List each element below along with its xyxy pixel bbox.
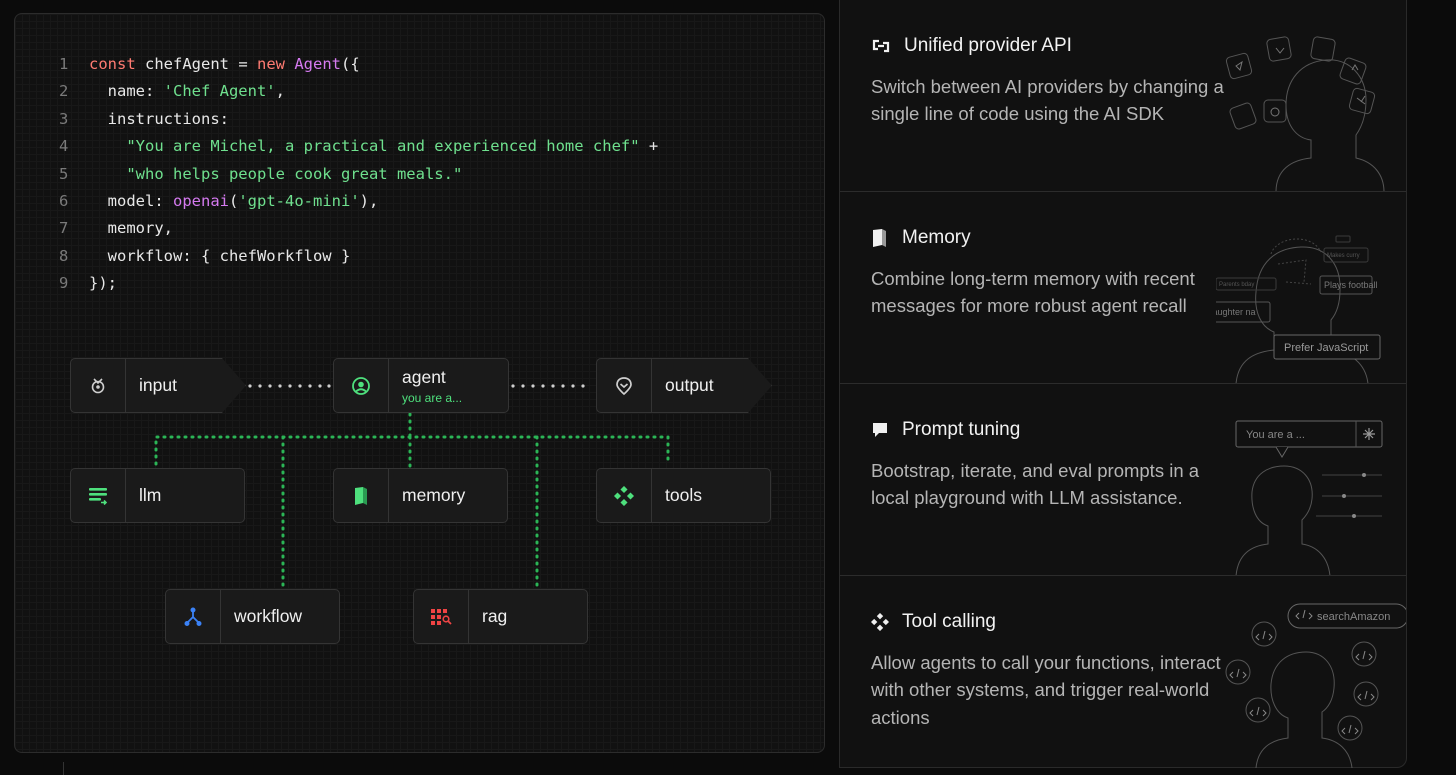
- code-token: model:: [89, 192, 173, 211]
- feature-unified-provider-api: Unified provider API Switch between AI p…: [840, 0, 1406, 192]
- feature-title: Tool calling: [902, 611, 996, 632]
- tool-calling-illustration: searchAmazon: [1225, 603, 1406, 768]
- code-token: chefAgent =: [135, 55, 257, 73]
- output-node[interactable]: output: [596, 358, 772, 413]
- prompt-tuning-illustration: You are a ...: [1235, 420, 1383, 575]
- code-token: 'Chef Agent': [163, 82, 276, 101]
- agent-node[interactable]: agent you are a...: [333, 358, 509, 413]
- tools-node[interactable]: tools: [596, 468, 771, 523]
- code-token: "who helps people cook great meals.": [126, 164, 463, 183]
- line-number: 2: [59, 82, 69, 101]
- prompt-input-text: You are a ...: [1246, 429, 1305, 441]
- memory-tag-parents-bday: Parents bday: [1219, 282, 1254, 288]
- tool-tag-search-amazon: searchAmazon: [1317, 611, 1390, 623]
- feature-title: Unified provider API: [904, 35, 1072, 56]
- divider: [63, 762, 64, 775]
- medal-icon: [89, 377, 107, 395]
- agent-node-sub: you are a...: [402, 390, 463, 405]
- link-icon: [872, 39, 890, 53]
- tools-icon: [871, 613, 889, 631]
- llm-node[interactable]: llm: [70, 468, 245, 523]
- code-line: 7 memory,: [59, 215, 658, 242]
- line-number: 7: [59, 219, 69, 238]
- memory-tag-daughter: Daughter na: [1216, 307, 1256, 317]
- pin-icon: [614, 376, 634, 396]
- code-line: 9});: [59, 270, 658, 297]
- book-icon: [873, 229, 886, 247]
- feature-prompt-tuning: Prompt tuning Bootstrap, iterate, and ev…: [840, 384, 1406, 576]
- memory-tag-plays-football: Plays football: [1324, 280, 1378, 290]
- chat-icon: [873, 423, 887, 437]
- code-token: +: [639, 137, 659, 156]
- memory-node[interactable]: memory: [333, 468, 508, 523]
- input-node-label: input: [139, 375, 177, 395]
- code-line: 1 const chefAgent = new Agent({: [59, 51, 658, 78]
- feature-memory: Memory Combine long-term memory with rec…: [840, 192, 1406, 384]
- input-node[interactable]: input: [70, 358, 246, 413]
- line-number: 5: [59, 164, 69, 183]
- memory-tag-prefer-javascript: Prefer JavaScript: [1284, 342, 1368, 354]
- code-snippet: 1 const chefAgent = new Agent({ 2 name: 'C…: [59, 51, 658, 298]
- code-token: (: [229, 192, 239, 211]
- line-number: 4: [59, 137, 69, 156]
- code-token: workflow: { chefWorkflow }: [89, 246, 351, 265]
- code-token: ),: [359, 192, 379, 211]
- code-token: "You are Michel, a practical and experie…: [126, 137, 640, 156]
- feature-description: Combine long-term memory with recent mes…: [871, 268, 1195, 317]
- code-line: 5 "who helps people cook great meals.": [59, 161, 658, 188]
- output-node-label: output: [665, 375, 714, 395]
- agent-node-label: agent: [402, 366, 446, 387]
- code-token: memory,: [89, 219, 173, 238]
- feature-tool-calling: Tool calling Allow agents to call your f…: [840, 576, 1406, 768]
- feature-title: Prompt tuning: [902, 419, 1021, 440]
- code-line: 6 model: openai('gpt-4o-mini'),: [59, 188, 658, 215]
- line-number: 1: [59, 55, 69, 73]
- line-number: 6: [59, 192, 69, 211]
- code-token: openai: [173, 192, 229, 211]
- feature-description: Switch between AI providers by changing …: [871, 76, 1224, 125]
- code-line: 4 "You are Michel, a practical and exper…: [59, 133, 658, 160]
- user-circle-icon: [352, 376, 370, 395]
- code-token: const: [89, 55, 136, 73]
- memory-tag-makes-curry: Makes curry: [1327, 253, 1360, 259]
- code-token: new: [257, 55, 285, 73]
- code-token: name:: [89, 82, 164, 101]
- code-token: ,: [275, 82, 285, 101]
- code-token: });: [89, 274, 117, 293]
- workflow-node-label: workflow: [234, 606, 303, 626]
- memory-node-label: memory: [402, 485, 466, 505]
- grid-search-icon: [431, 608, 452, 625]
- memory-illustration: Makes curry Parents bday Plays football …: [1216, 235, 1381, 383]
- code-token: instructions:: [89, 109, 229, 128]
- line-number: 3: [59, 109, 69, 128]
- feature-description: Allow agents to call your functions, int…: [871, 652, 1221, 728]
- provider-icons-illustration: [1225, 36, 1385, 191]
- tools-icon: [614, 485, 634, 506]
- feature-description: Bootstrap, iterate, and eval prompts in …: [871, 460, 1200, 509]
- book-icon: [355, 486, 367, 505]
- code-token: Agent: [294, 55, 342, 73]
- line-number: 8: [59, 246, 69, 265]
- tools-node-label: tools: [665, 485, 702, 505]
- code-line: 8 workflow: { chefWorkflow }: [59, 243, 658, 270]
- code-token: 'gpt-4o-mini': [238, 192, 360, 211]
- llm-node-label: llm: [139, 485, 162, 505]
- features-panel: Unified provider API Switch between AI p…: [839, 0, 1407, 768]
- text-lines-icon: [89, 487, 108, 505]
- code-diagram-panel: 1 const chefAgent = new Agent({ 2 name: 'C…: [14, 13, 825, 753]
- agent-diagram-connectors: [154, 384, 670, 590]
- feature-title: Memory: [902, 227, 971, 248]
- code-line: 2 name: 'Chef Agent',: [59, 78, 658, 105]
- rag-node[interactable]: rag: [413, 589, 588, 644]
- code-line: 3 instructions:: [59, 106, 658, 133]
- line-number: 9: [59, 274, 69, 293]
- rag-node-label: rag: [482, 606, 508, 626]
- merge-icon: [184, 606, 202, 626]
- code-token: ({: [341, 55, 360, 73]
- workflow-node[interactable]: workflow: [165, 589, 340, 644]
